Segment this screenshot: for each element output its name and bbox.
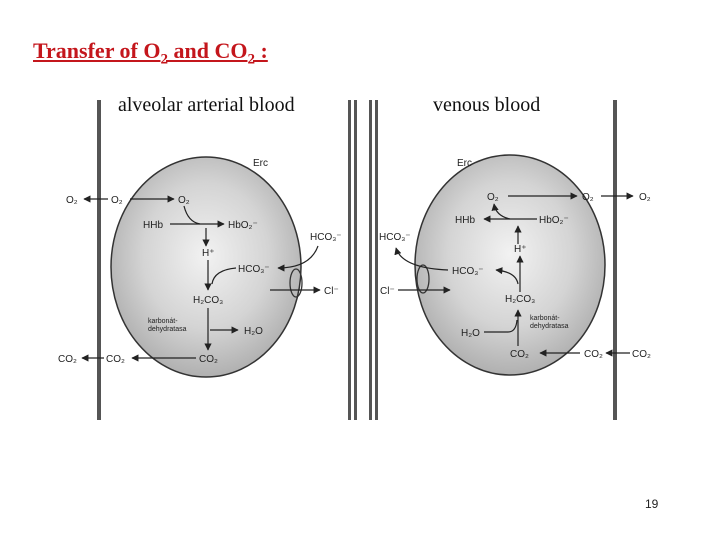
- right-o2-tissue: O₂: [639, 192, 651, 203]
- left-erc-label: Erc: [253, 158, 268, 169]
- left-arrow-hco3-enter: [277, 245, 319, 272]
- left-hbo2: HbO₂⁻: [228, 220, 258, 231]
- left-erythrocyte: [110, 156, 302, 378]
- left-co2-cell: CO₂: [106, 354, 125, 365]
- left-h2o: H₂O: [244, 326, 263, 337]
- left-capillary-wall-b: [354, 100, 357, 420]
- right-erythrocyte: [414, 154, 606, 376]
- left-hco3-plasma: HCO₃⁻: [310, 232, 342, 243]
- right-co2-formed: CO₂: [510, 349, 529, 360]
- left-enzyme-line1: karbonát-: [148, 318, 178, 325]
- right-enzyme-line1: karbonát-: [530, 315, 560, 322]
- left-enzyme-line2: dehydratasa: [148, 326, 187, 333]
- right-panel: Erc O₂ O₂ O₂ HHb HbO₂⁻ H⁺ HCO₃⁻ HCO₃⁻ Cl…: [369, 100, 651, 420]
- right-erc-label: Erc: [457, 158, 472, 169]
- right-enzyme-line2: dehydratasa: [530, 323, 569, 330]
- right-anion-exchanger: [416, 264, 430, 294]
- left-arrow-o2-down: [183, 205, 201, 225]
- left-hco3-cell: HCO₃⁻: [238, 264, 270, 275]
- left-capillary-wall-a: [348, 100, 351, 420]
- right-arrow-hco3-exit: [394, 247, 449, 271]
- left-o2-alveolar: O₂: [66, 195, 78, 206]
- right-hbo2: HbO₂⁻: [539, 215, 569, 226]
- right-hco3-plasma: HCO₃⁻: [379, 232, 411, 243]
- left-h2co3: H₂CO₃: [193, 295, 223, 306]
- right-tissue-wall: [613, 100, 617, 420]
- caption-venous: venous blood: [433, 94, 541, 116]
- left-hhb: HHb: [143, 220, 163, 231]
- title-mid: and CO: [168, 38, 248, 63]
- right-o2-release: O₂: [487, 192, 499, 203]
- right-co2-tissue: CO₂: [632, 349, 651, 360]
- right-capillary-wall-b: [375, 100, 378, 420]
- left-co2-formed: CO₂: [199, 354, 218, 365]
- right-co2-cell: CO₂: [584, 349, 603, 360]
- slide-title: Transfer of O2 and CO2 :: [33, 38, 268, 68]
- left-o2-binding: O₂: [178, 195, 190, 206]
- right-arrow-o2-release-curve: [491, 203, 511, 220]
- title-suffix: :: [254, 38, 268, 63]
- title-prefix: Transfer of O: [33, 38, 161, 63]
- left-h-ion: H⁺: [202, 248, 215, 259]
- right-h2co3: H₂CO₃: [505, 294, 535, 305]
- right-capillary-wall-a: [369, 100, 372, 420]
- left-panel: Erc O₂ O₂ O₂ HHb HbO₂⁻ H⁺ HCO₃⁻ HCO₃⁻ Cl…: [58, 100, 357, 420]
- right-h2o: H₂O: [461, 328, 480, 339]
- right-arrow-hco3-formed: [495, 267, 519, 285]
- slide-number: 19: [645, 497, 659, 511]
- left-anion-exchanger: [289, 268, 303, 298]
- left-o2-cell: O₂: [111, 195, 123, 206]
- caption-arterial: alveolar arterial blood: [118, 94, 295, 116]
- title-co2-subscript: 2: [247, 51, 255, 68]
- right-arrow-h2o-combine: [484, 319, 518, 333]
- title-o2-subscript: 2: [160, 51, 169, 68]
- right-h-ion: H⁺: [514, 244, 527, 255]
- right-chloride: Cl⁻: [380, 286, 395, 297]
- right-hco3-cell: HCO₃⁻: [452, 266, 484, 277]
- right-hhb: HHb: [455, 215, 475, 226]
- left-alveolar-wall: [97, 100, 101, 420]
- left-arrow-hco3-combine: [211, 267, 237, 285]
- left-chloride: Cl⁻: [324, 286, 339, 297]
- right-o2-cell: O₂: [582, 192, 594, 203]
- left-co2-alveolar: CO₂: [58, 354, 77, 365]
